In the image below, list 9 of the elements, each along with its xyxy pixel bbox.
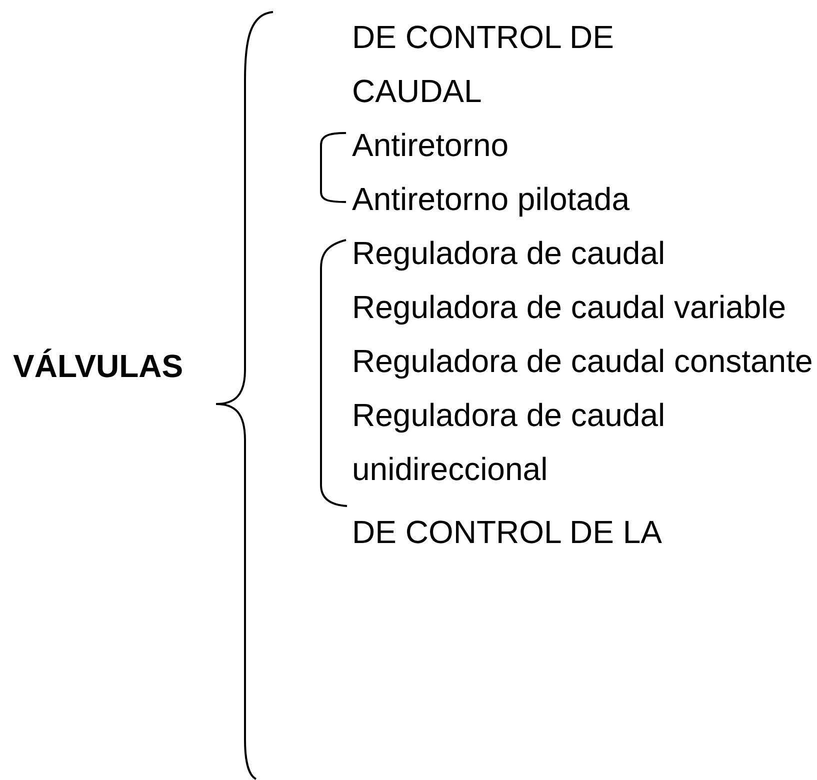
item-label: Reguladora de caudal variable: [352, 288, 786, 327]
item-label: Reguladora de caudal constante: [352, 342, 813, 381]
heading-label: VÁLVULAS: [13, 347, 184, 386]
item-label: Reguladora de caudal: [352, 234, 666, 273]
item-label: DE CONTROL DE CAUDAL: [352, 18, 615, 111]
item-label: Antiretorno: [352, 126, 509, 165]
item-label: DE CONTROL DE LA: [352, 513, 662, 552]
item-label: Reguladora de caudal unidireccional: [352, 396, 666, 489]
item-label: Antiretorno pilotada: [352, 180, 630, 219]
